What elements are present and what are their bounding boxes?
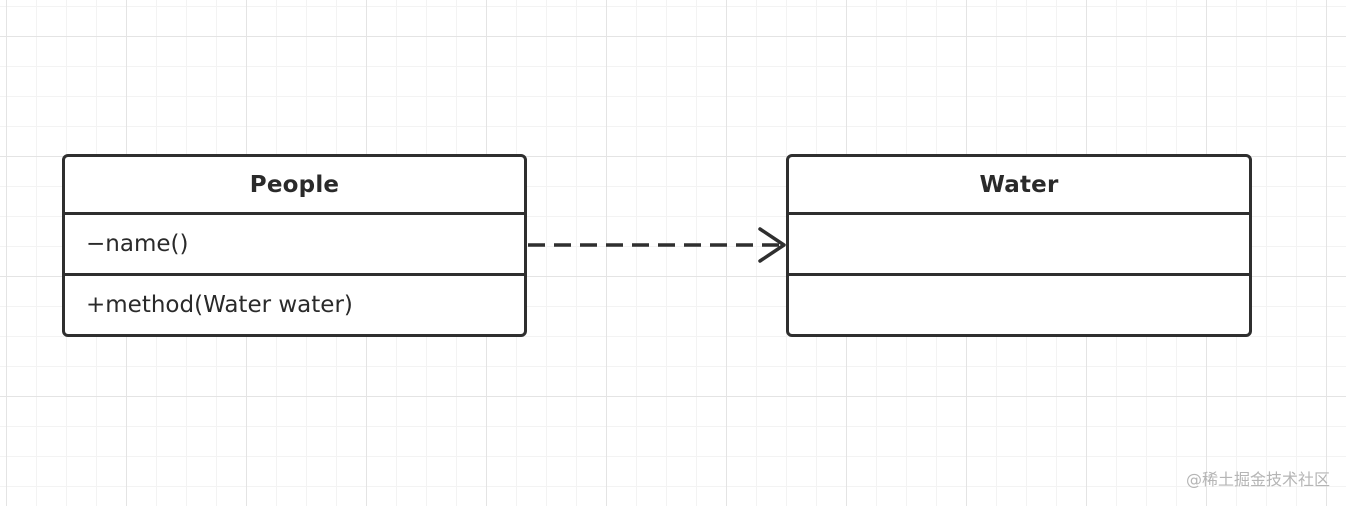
class-name-water: Water	[789, 157, 1249, 215]
dependency-arrowhead	[758, 227, 786, 263]
class-box-people[interactable]: People −name() +method(Water water)	[62, 154, 527, 337]
attributes-section-people: −name()	[65, 215, 524, 276]
methods-section-people: +method(Water water)	[65, 276, 524, 334]
class-name-people: People	[65, 157, 524, 215]
class-box-water[interactable]: Water	[786, 154, 1252, 337]
method-item: +method(Water water)	[86, 292, 353, 318]
methods-section-water	[789, 276, 1249, 334]
attributes-section-water	[789, 215, 1249, 276]
attribute-item: −name()	[86, 231, 189, 257]
watermark: @稀土掘金技术社区	[1185, 470, 1330, 489]
